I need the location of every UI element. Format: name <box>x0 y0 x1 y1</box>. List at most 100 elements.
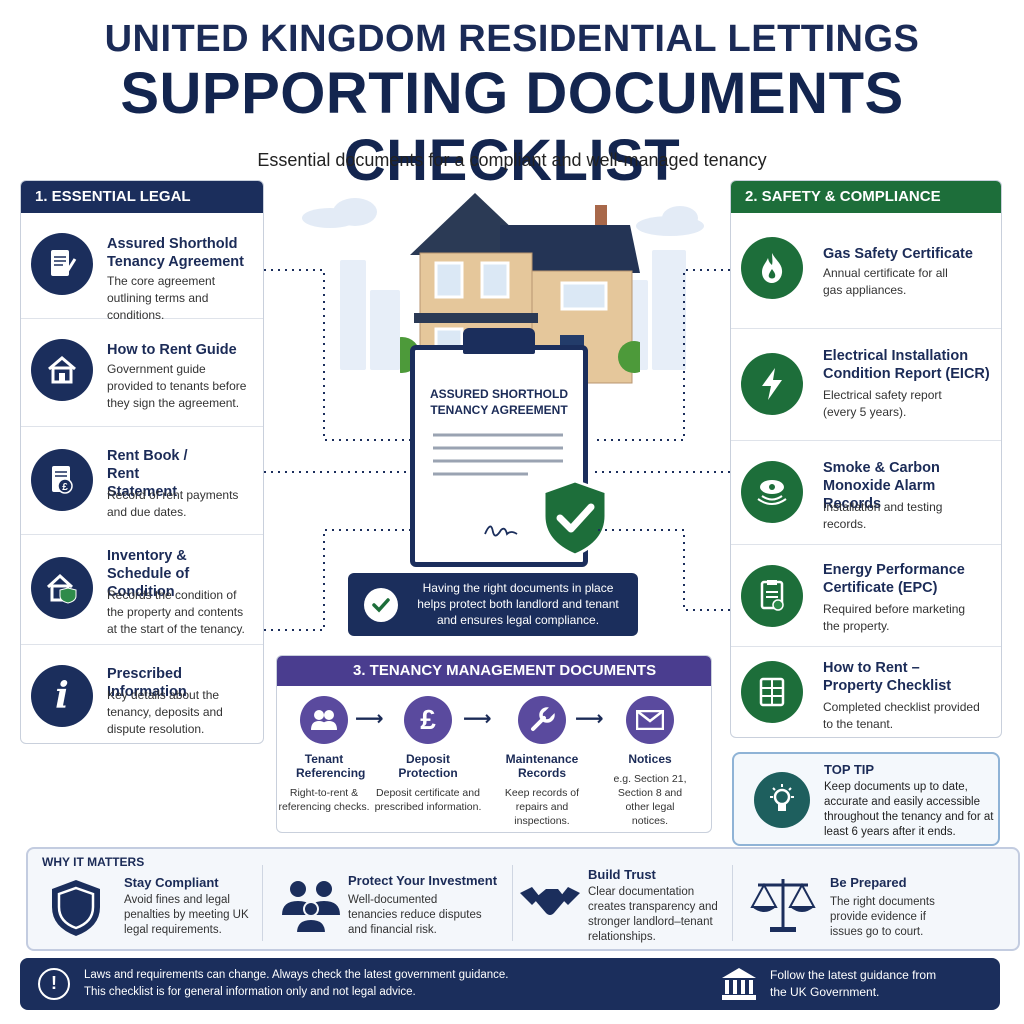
disclaimer-line-1: Laws and requirements can change. Always… <box>84 969 509 981</box>
people-icon <box>300 696 348 744</box>
management-step: Notices e.g. Section 21, Section 8 and o… <box>595 696 705 828</box>
envelope-icon <box>626 696 674 744</box>
why-item: Stay Compliant Avoid fines and legal pen… <box>28 849 268 949</box>
safety-item-title: Electrical Installation Condition Report… <box>823 348 990 382</box>
government-building-icon <box>722 968 756 1000</box>
safety-item: Smoke & Carbon Monoxide Alarm Records In… <box>731 441 1001 545</box>
step-title: Tenant Referencing <box>296 752 366 780</box>
step-desc: e.g. Section 21, Section 8 and other leg… <box>613 773 687 827</box>
legal-documents-panel: 1. ESSENTIAL LEGAL DOCUMENTS Assured Sho… <box>20 180 264 744</box>
legal-item-title: Inventory & Schedule of Condition <box>107 548 190 600</box>
guidance-line-2: the UK Government. <box>770 985 880 999</box>
people-group-icon <box>282 881 340 934</box>
house-shield-icon <box>31 557 93 619</box>
subtitle: Essential documents for a compliant and … <box>257 150 767 170</box>
step-desc: Deposit certificate and prescribed infor… <box>374 787 482 813</box>
step-title: Maintenance Records <box>505 752 579 780</box>
legal-heading: 1. ESSENTIAL LEGAL DOCUMENTS <box>21 181 263 237</box>
management-step: £ Deposit Protection Deposit certificate… <box>373 696 483 814</box>
compliance-banner: Having the right documents in place help… <box>348 573 638 636</box>
tip-heading: TOP TIP <box>824 762 875 777</box>
contract-pen-icon <box>31 233 93 295</box>
step-title: Deposit Protection <box>398 752 458 780</box>
why-item-desc: Clear documentation creates transparency… <box>588 886 718 943</box>
management-heading: 3. TENANCY MANAGEMENT DOCUMENTS <box>277 656 711 686</box>
safety-item-title: Gas Safety Certificate <box>823 246 973 262</box>
management-panel: 3. TENANCY MANAGEMENT DOCUMENTS Tenant R… <box>276 655 712 833</box>
legal-item: How to Rent Guide Government guide provi… <box>21 319 263 427</box>
handshake-icon <box>520 887 580 915</box>
safety-item-title: Smoke & Carbon Monoxide Alarm Records <box>823 460 940 512</box>
why-item: Protect Your Investment Well-documented … <box>268 849 518 949</box>
safety-item: Electrical Installation Condition Report… <box>731 329 1001 441</box>
legal-item-title: Prescribed Information <box>107 666 187 700</box>
guidance-line-1: Follow the latest guidance from <box>770 968 937 982</box>
legal-item: Inventory & Schedule of Condition Record… <box>21 535 263 645</box>
legal-item-desc: Key details about the tenancy, deposits … <box>107 688 223 736</box>
safety-item-title: Energy Performance Certificate (EPC) <box>823 562 965 596</box>
why-heading: WHY IT MATTERS <box>42 855 145 869</box>
top-tip-panel: TOP TIP Keep documents up to date, accur… <box>732 752 1000 846</box>
safety-item-title: How to Rent – Property Checklist <box>823 660 952 694</box>
legal-item-desc: Record of rent payments and due dates. <box>107 488 239 519</box>
house-icon <box>31 339 93 401</box>
safety-item: Gas Safety Certificate Annual certificat… <box>731 213 1001 329</box>
safety-heading: 2. SAFETY & COMPLIANCE DOCUMENTS <box>731 181 1001 237</box>
safety-item-desc: Required before marketing the property. <box>823 602 966 633</box>
checklist-grid-icon <box>741 661 803 723</box>
safety-item-desc: Installation and testing records. <box>823 500 943 531</box>
tip-text: Keep documents up to date, accurate and … <box>824 781 994 838</box>
signature-icon <box>484 525 518 537</box>
banner-text: Having the right documents in place help… <box>417 581 619 627</box>
why-item-title: Be Prepared <box>830 875 907 890</box>
step-desc: Keep records of repairs and inspections. <box>504 787 580 827</box>
lightning-icon <box>741 353 803 415</box>
house-illustration <box>290 180 720 400</box>
why-item: Build Trust Clear documentation creates … <box>518 849 748 949</box>
arrow-right-icon: ⟶ <box>355 708 384 730</box>
why-it-matters-panel: WHY IT MATTERS Stay Compliant Avoid fine… <box>26 847 1020 951</box>
why-item-title: Build Trust <box>588 867 656 882</box>
why-item-desc: Well-documented tenancies reduce dispute… <box>348 894 482 936</box>
legal-item-desc: The core agreement outlining terms and c… <box>107 274 216 322</box>
clipboard-title: ASSURED SHORTHOLD TENANCY AGREEMENT <box>429 387 568 417</box>
safety-item-desc: Electrical safety report (every 5 years)… <box>823 388 942 419</box>
smoke-alarm-icon <box>741 461 803 523</box>
legal-item-desc: Records the condition of the property an… <box>107 588 245 636</box>
why-item-title: Protect Your Investment <box>348 873 498 888</box>
pound-document-icon: £ <box>31 449 93 511</box>
check-circle-icon <box>364 588 398 622</box>
safety-documents-panel: 2. SAFETY & COMPLIANCE DOCUMENTS Gas Saf… <box>730 180 1002 738</box>
shield-icon <box>52 880 100 936</box>
info-icon: i <box>31 665 93 727</box>
legal-item: Assured Shorthold Tenancy Agreement The … <box>21 213 263 322</box>
step-desc: Right-to-rent & referencing checks. <box>278 787 370 813</box>
legal-item: i Prescribed Information Key details abo… <box>21 645 263 743</box>
management-step: Maintenance Records Keep records of repa… <box>487 696 597 828</box>
pound-icon: £ <box>404 696 452 744</box>
why-item-title: Stay Compliant <box>124 875 219 890</box>
wrench-icon <box>518 696 566 744</box>
footer-bar: ! Laws and requirements can change. Alwa… <box>20 958 1000 1010</box>
step-title: Notices <box>628 752 672 766</box>
flame-icon <box>741 237 803 299</box>
why-item-desc: Avoid fines and legal penalties by meeti… <box>124 894 249 936</box>
alert-icon: ! <box>38 968 70 1000</box>
safety-item: Energy Performance Certificate (EPC) Req… <box>731 545 1001 647</box>
scales-icon <box>750 879 816 932</box>
title-line-2: SUPPORTING DOCUMENTS CHECKLIST <box>120 61 904 193</box>
management-step: Tenant Referencing Right-to-rent & refer… <box>277 696 379 814</box>
legal-item-desc: Government guide provided to tenants bef… <box>107 362 247 410</box>
safety-item-desc: Completed checklist provided to the tena… <box>823 700 980 731</box>
legal-item-title: How to Rent Guide <box>107 342 237 358</box>
svg-text:£: £ <box>62 482 68 493</box>
safety-item-desc: Annual certificate for all gas appliance… <box>823 266 948 297</box>
shield-check-icon <box>542 479 608 557</box>
lightbulb-icon <box>754 772 810 828</box>
why-item-desc: The right documents provide evidence if … <box>830 896 935 938</box>
clipboard-clip <box>463 328 535 354</box>
legal-item: £ Rent Book / Rent Statement Record of r… <box>21 427 263 535</box>
title-line-1: UNITED KINGDOM RESIDENTIAL LETTINGS <box>104 18 920 60</box>
legal-item-title: Rent Book / Rent Statement <box>107 448 188 500</box>
disclaimer-line-2: This checklist is for general informatio… <box>84 986 416 998</box>
